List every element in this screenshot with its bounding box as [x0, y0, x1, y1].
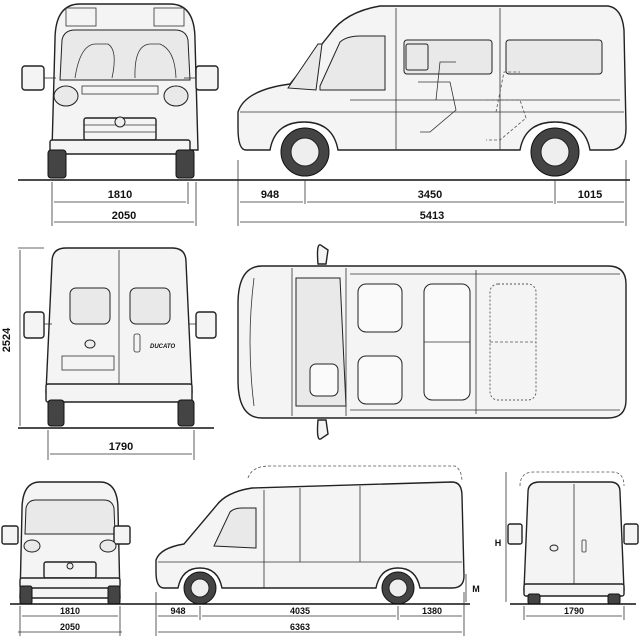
front-view — [21, 3, 219, 179]
dim-label-h: H — [495, 538, 502, 548]
side-view — [237, 5, 627, 177]
dim-small-front-width: 2050 — [60, 622, 80, 632]
dim-small-overall-length: 6363 — [290, 622, 310, 632]
dimension-lines-middle — [18, 247, 195, 460]
small-side-view — [155, 465, 465, 605]
dim-small-wheelbase: 4035 — [290, 606, 310, 616]
dimension-lines-bottom — [18, 472, 625, 636]
top-view — [237, 244, 627, 440]
dim-front-overhang: 948 — [261, 189, 279, 201]
rear-view: DUCATO — [23, 247, 217, 427]
dim-small-rear-overhang: 1380 — [422, 606, 442, 616]
badge-model: DUCATO — [150, 344, 175, 350]
dim-overall-length: 5413 — [420, 210, 444, 222]
dim-front-track: 1810 — [108, 189, 132, 201]
small-front-view — [1, 481, 131, 605]
dim-small-rear-track: 1790 — [564, 606, 584, 616]
dim-label-m: M — [472, 584, 480, 594]
small-rear-view — [507, 471, 639, 605]
dim-rear-track: 1790 — [109, 441, 133, 453]
dim-rear-overhang: 1015 — [578, 189, 602, 201]
dim-wheelbase: 3450 — [418, 189, 442, 201]
dim-small-front-overhang: 948 — [170, 606, 185, 616]
dim-height: 2524 — [1, 327, 13, 352]
dim-front-width: 2050 — [112, 210, 136, 222]
dim-small-front-track: 1810 — [60, 606, 80, 616]
dimension-lines-top — [51, 160, 627, 226]
